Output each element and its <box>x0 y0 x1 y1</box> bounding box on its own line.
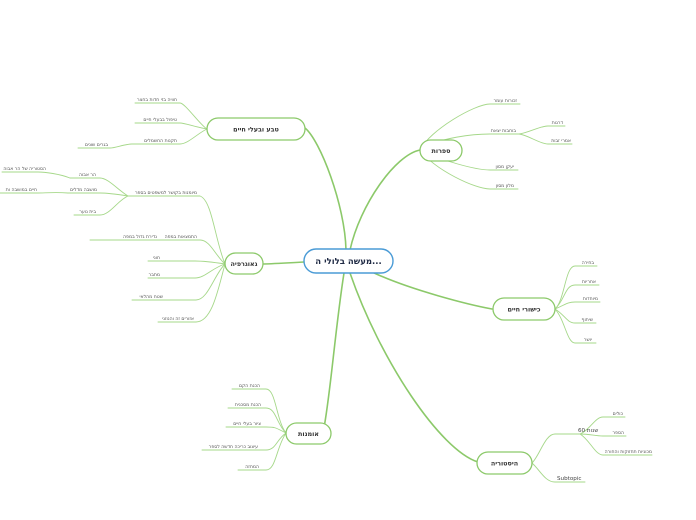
leaf-nature-1[interactable]: חוויה בזי חדות בחצר <box>137 98 177 103</box>
leaf-life-4[interactable]: שיתוף <box>582 318 594 323</box>
leaf-geo-sub-1[interactable]: הר אבוה <box>79 173 96 178</box>
leaf-nature-2[interactable]: טיפול בבעלי חיים <box>143 117 177 123</box>
history-leaves: שנות 60 Subtopic כולים הספר מכוניות תחזו… <box>557 411 652 482</box>
branch-history <box>349 272 479 463</box>
leaf-geo-3[interactable]: נדירת גדול במפה <box>123 234 157 240</box>
geography-leaves: מיומנות בקושר למשפטים בספר הר אבוה מושבה… <box>3 166 197 322</box>
leaf-art-1[interactable]: הכנת הקם <box>239 384 260 389</box>
art-leaves: הכנת הקם הכנת מסכנית ציור בעלי חיים עיצו… <box>209 384 261 470</box>
leaf-geo-4[interactable]: חוני <box>153 256 160 261</box>
topic-art[interactable]: אומנות <box>285 422 332 445</box>
topic-nature-label: טבע ובעלי חיים <box>233 126 279 134</box>
main-branches <box>261 127 493 463</box>
nature-leaves: חוויה בזי חדות בחצר טיפול בבעלי חיים תקנ… <box>85 98 177 148</box>
leaf-books-2[interactable]: בוחבות יצאת <box>491 129 516 134</box>
topic-life-skills-box[interactable] <box>492 297 556 321</box>
topic-books-box[interactable] <box>419 139 463 162</box>
leaf-history-sub-3[interactable]: מכוניות תחזוקות והחורה <box>605 450 652 455</box>
central-topic[interactable]: מעשה בלולי ה... <box>303 248 394 274</box>
branch-nature <box>304 127 347 251</box>
leaf-art-2[interactable]: הכנת מסכנית <box>235 403 261 408</box>
geography-subtree <box>0 171 226 323</box>
topic-history-box[interactable] <box>476 451 533 475</box>
leaf-geo-7[interactable]: אזורים זה והנוזני <box>162 317 194 322</box>
central-topic-box[interactable] <box>303 248 394 274</box>
topic-geography[interactable]: גאוגרפיה <box>224 252 264 275</box>
leaf-geo-detail-2[interactable]: חיים במושבה ות <box>6 188 37 193</box>
leaf-nature-4[interactable]: בגרים שונים <box>85 143 108 148</box>
leaf-books-sub-1[interactable]: דרגות <box>552 121 564 126</box>
leaf-life-2[interactable]: אחריות <box>582 280 596 285</box>
topic-geography-box[interactable] <box>224 252 264 275</box>
topic-life-skills[interactable]: כישורי חיים <box>492 297 556 321</box>
topic-history-label: היסטוריה <box>491 460 518 468</box>
branch-books <box>349 149 421 251</box>
topic-nature-box[interactable] <box>206 117 306 141</box>
leaf-books-sub-2[interactable]: אמרי זבות <box>551 139 571 144</box>
leaf-art-3[interactable]: ציור בעלי חיים <box>233 421 261 427</box>
leaf-art-5[interactable]: המחזה <box>245 465 259 470</box>
branch-life-skills <box>371 271 493 310</box>
topic-nature[interactable]: טבע ובעלי חיים <box>206 117 306 141</box>
topic-history[interactable]: היסטוריה <box>476 451 533 475</box>
leaf-geo-6[interactable]: שטח מהלאי <box>139 294 163 300</box>
leaf-geo-5[interactable]: מתבר <box>149 273 160 278</box>
books-leaves: זכורות עומר בוחבות יצאת יעקן מסון מלון מ… <box>491 99 571 189</box>
leaf-nature-3[interactable]: תקנות החשמלים <box>144 138 177 144</box>
leaf-history-2[interactable]: Subtopic <box>557 476 581 482</box>
topic-geography-label: גאוגרפיה <box>231 260 258 268</box>
topic-art-label: אומנות <box>298 430 319 438</box>
central-topic-label: מעשה בלולי ה... <box>315 257 381 267</box>
leaf-geo-sub-2[interactable]: מושבה מדלים <box>70 187 97 193</box>
leaf-geo-2[interactable]: התמצאות במפה <box>165 235 197 240</box>
topic-books[interactable]: ספרות <box>419 139 463 162</box>
leaf-history-sub-1[interactable]: כולים <box>613 411 624 417</box>
leaf-art-4[interactable]: עיצוב כריכה חדשה לספר <box>209 444 258 450</box>
leaf-books-4[interactable]: מלון מסון <box>496 183 514 189</box>
branch-geography <box>261 261 306 265</box>
topic-books-label: ספרות <box>432 147 451 155</box>
art-subtree <box>201 388 287 471</box>
life-skills-leaves: בחירה אחריות מיוחדות שיתוף יושר <box>582 261 599 343</box>
leaf-life-3[interactable]: מיוחדות <box>583 297 598 302</box>
history-subtree <box>531 416 653 483</box>
leaf-history-sub-2[interactable]: הספר <box>613 431 624 436</box>
nature-subtree <box>77 102 208 149</box>
leaf-life-5[interactable]: יושר <box>584 338 592 343</box>
branch-art <box>322 272 345 434</box>
life-skills-subtree <box>554 265 601 344</box>
leaf-geo-1[interactable]: מיומנות בקושר למשפטים בספר <box>135 190 197 196</box>
leaf-geo-sub-3[interactable]: בית נוער <box>79 210 96 215</box>
leaf-geo-detail-1[interactable]: הסטוריה של הר אבוה <box>3 166 46 172</box>
leaf-books-1[interactable]: זכורות עומר <box>494 99 518 104</box>
leaf-books-3[interactable]: יעקן מסון <box>496 165 514 170</box>
leaf-life-1[interactable]: בחירה <box>582 261 595 266</box>
leaf-history-1[interactable]: שנות 60 <box>578 428 598 434</box>
topic-art-box[interactable] <box>285 422 332 445</box>
topic-life-skills-label: כישורי חיים <box>507 306 540 314</box>
